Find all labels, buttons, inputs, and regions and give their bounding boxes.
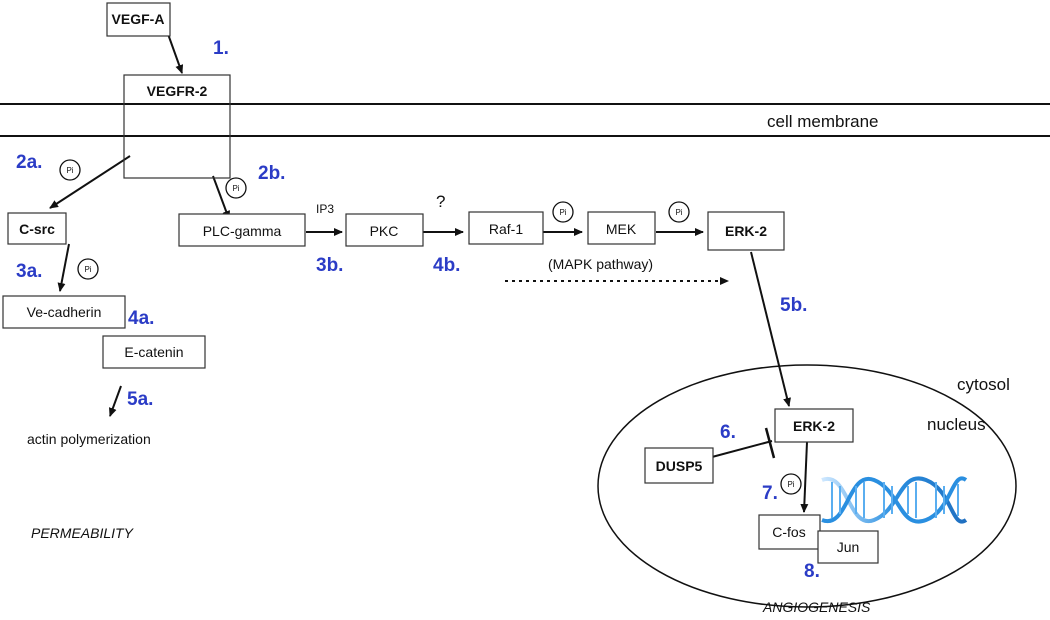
plc-gamma-box <box>178 213 306 247</box>
step-2b-label: 2b. <box>258 163 285 184</box>
mek-label: MEK <box>606 221 637 237</box>
step-5b-label: 5b. <box>780 295 807 316</box>
phosphate-icon: Pi <box>225 177 247 199</box>
c-src-label: C-src <box>19 221 55 237</box>
step-3a-label: 3a. <box>16 261 42 282</box>
svg-text:Pi: Pi <box>232 184 239 193</box>
arrow-vegfa-to-vegfr2 <box>167 33 184 74</box>
cell-membrane-label: cell membrane <box>767 112 879 131</box>
ip3-label: IP3 <box>316 202 334 216</box>
pkc-box <box>345 213 424 247</box>
step-3b-label: 3b. <box>316 255 343 276</box>
permeability-label: PERMEABILITY <box>31 525 135 541</box>
mek-box <box>587 211 656 245</box>
dusp5-box <box>644 447 714 484</box>
svg-text:Pi: Pi <box>66 166 73 175</box>
c-src-box <box>7 212 67 245</box>
nucleus-ellipse <box>597 364 1017 608</box>
arrow-ecatenin-to-actin <box>108 385 122 417</box>
c-fos-box <box>758 514 821 550</box>
actin-polymerization-label: actin polymerization <box>27 431 151 447</box>
erk-2-nucleus-box <box>774 408 854 443</box>
phosphate-icon: Pi <box>552 201 574 223</box>
raf-1-label: Raf-1 <box>489 221 523 237</box>
inhibition-dusp5-to-erk2 <box>711 440 773 458</box>
phosphate-icon: Pi <box>77 258 99 280</box>
step-8-label: 8. <box>804 561 820 582</box>
phosphate-icon: Pi <box>780 473 802 495</box>
svg-text:Pi: Pi <box>559 208 566 217</box>
pkc-label: PKC <box>370 223 399 239</box>
jun-box <box>817 530 879 564</box>
svg-text:Pi: Pi <box>675 208 682 217</box>
c-fos-label: C-fos <box>772 524 805 540</box>
svg-text:Pi: Pi <box>84 265 91 274</box>
e-catenin-box <box>102 335 206 369</box>
arrow-vegfr2-to-plcgamma <box>212 175 230 220</box>
mapk-pathway-label: (MAPK pathway) <box>548 256 653 272</box>
ve-cadherin-box <box>2 295 126 329</box>
cytosol-label: cytosol <box>957 375 1010 394</box>
arrow-vegfr2-to-csrc <box>49 155 131 209</box>
step-1-label: 1. <box>213 38 229 59</box>
phosphate-icon: Pi <box>668 201 690 223</box>
dusp5-label: DUSP5 <box>656 458 703 474</box>
step-6-label: 6. <box>720 422 736 443</box>
step-7-label: 7. <box>762 483 778 504</box>
plc-gamma-label: PLC-gamma <box>203 223 282 239</box>
svg-text:Pi: Pi <box>787 480 794 489</box>
vegf-a-label: VEGF-A <box>112 11 165 27</box>
jun-label: Jun <box>837 539 860 555</box>
raf-1-box <box>468 211 544 245</box>
step-5a-label: 5a. <box>127 389 153 410</box>
vegf-a-box <box>106 2 171 37</box>
vegfr-2-label: VEGFR-2 <box>147 83 208 99</box>
angiogenesis-label: ANGIOGENESIS <box>762 599 871 615</box>
ve-cadherin-label: Ve-cadherin <box>27 304 102 320</box>
nucleus-label: nucleus <box>927 415 986 434</box>
step-2a-label: 2a. <box>16 152 42 173</box>
arrow-csrc-to-vecadherin <box>57 243 70 292</box>
arrow-erk2-to-cfos <box>800 441 809 513</box>
vegfr-2-box <box>123 74 231 179</box>
inhibition-bar <box>764 427 776 459</box>
erk-2-nucleus-label: ERK-2 <box>793 418 835 434</box>
erk-2-cytosol-box <box>707 211 785 251</box>
question-label: ? <box>436 192 445 211</box>
erk-2-cytosol-label: ERK-2 <box>725 223 767 239</box>
dna-helix-icon <box>821 476 968 524</box>
step-4a-label: 4a. <box>128 308 154 329</box>
arrow-erk2-to-nucleus <box>750 251 791 407</box>
e-catenin-label: E-catenin <box>124 344 183 360</box>
step-4b-label: 4b. <box>433 255 460 276</box>
phosphate-icon: Pi <box>59 159 81 181</box>
